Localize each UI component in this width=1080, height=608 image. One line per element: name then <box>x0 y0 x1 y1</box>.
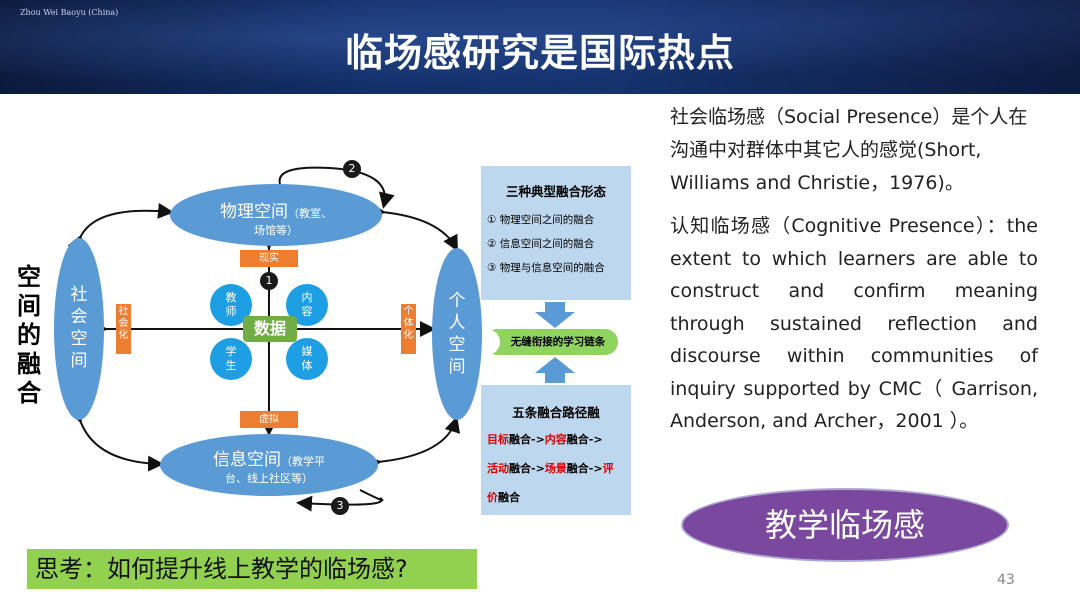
fusion-paths-heading: 五条融合路径融 <box>512 405 600 420</box>
header-banner: Zhou Wei Baoyu (China) 临场感研究是国际热点 <box>0 0 1080 94</box>
fusion-path-line-3: 价融合 <box>487 491 520 504</box>
node-media: 媒体 <box>286 338 328 380</box>
arrow-soc-to-info <box>68 406 164 472</box>
info-space-ellipse: 信息空间（教学平 台、线上社区等） <box>160 434 378 496</box>
slide-title: 临场感研究是国际热点 <box>344 31 735 75</box>
info-space-note: （教学平 <box>281 455 325 468</box>
arrow-info-to-pers <box>365 416 461 472</box>
step-number-1: 1 <box>260 272 278 290</box>
watermark: Zhou Wei Baoyu (China) <box>20 8 119 17</box>
teaching-presence-ellipse: 教学临场感 <box>681 488 1009 562</box>
physical-space-label: 物理空间 <box>220 202 288 222</box>
fusion-form-1: ① 物理空间之间的融合 <box>487 214 595 226</box>
data-center-box: 数据 <box>243 316 297 342</box>
fusion-form-2: ② 信息空间之间的融合 <box>487 238 595 250</box>
side-label: 空间的融合 <box>17 263 41 407</box>
fusion-path-line-1: 目标融合->内容融合-> <box>487 433 603 446</box>
fusion-form-3: ③ 物理与信息空间的融合 <box>487 262 605 274</box>
physical-space-ellipse: 物理空间（教室、 场馆等） <box>170 184 382 246</box>
step-number-3: 3 <box>331 497 349 515</box>
learning-chain-bar: 无缝衔接的学习链条 <box>484 329 618 355</box>
learning-chain-notch <box>484 329 500 355</box>
fusion-forms-heading: 三种典型融合形态 <box>505 184 606 199</box>
loop-physical <box>278 166 395 209</box>
personal-space-label: 个人空间 <box>448 291 466 377</box>
tag-personalize: 个体化 <box>401 304 416 354</box>
header-glow <box>0 0 1080 94</box>
tag-virtual: 虚拟 <box>240 411 298 428</box>
fusion-forms-panel: 三种典型融合形态 ① 物理空间之间的融合 ② 信息空间之间的融合 ③ 物理与信息… <box>481 166 631 300</box>
personal-space-ellipse: 个人空间 <box>432 248 482 420</box>
social-space-label: 社会空间 <box>70 285 88 371</box>
tag-socialize: 社会化 <box>116 304 131 354</box>
tag-reality: 现实 <box>240 250 298 267</box>
fusion-path-line-2: 活动融合->场景融合->评 <box>487 462 614 475</box>
physical-space-note2: 场馆等） <box>254 224 298 237</box>
arrow-soc-to-phys <box>67 202 174 253</box>
page-number: 43 <box>997 572 1015 588</box>
physical-space-note: （教室、 <box>288 207 332 220</box>
node-student: 学生 <box>210 338 252 380</box>
arrow-up-to-chain <box>535 357 575 383</box>
think-question-bar: 思考：如何提升线上教学的临场感? <box>27 549 477 589</box>
fusion-paths-panel: 五条融合路径融 目标融合->内容融合-> 活动融合->场景融合->评 价融合 <box>481 385 631 515</box>
arrow-down-to-chain <box>535 302 575 328</box>
social-space-ellipse: 社会空间 <box>54 238 104 420</box>
social-presence-text: 社会临场感（Social Presence）是个人在沟通中对群体中其它人的感觉(… <box>670 106 1028 194</box>
cognitive-presence-text: 认知临场感（Cognitive Presence）：the extent to … <box>670 215 1038 432</box>
info-space-note2: 台、线上社区等） <box>225 472 313 485</box>
step-number-2: 2 <box>343 160 361 178</box>
arrow-phys-to-pers <box>369 202 458 252</box>
info-space-label: 信息空间 <box>213 450 281 470</box>
